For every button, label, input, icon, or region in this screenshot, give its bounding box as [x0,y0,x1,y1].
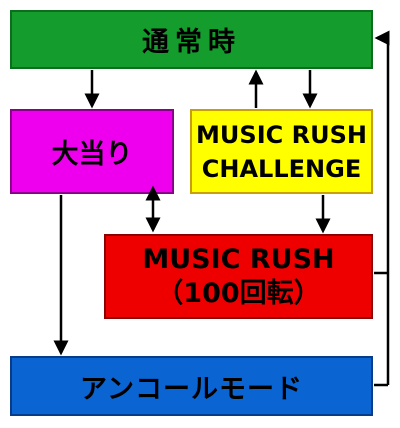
encore-mode-box: アンコールモード [10,356,373,416]
music-rush-challenge-box: MUSIC RUSH CHALLENGE [190,109,373,194]
rush-label-line2: （100回転） [156,277,321,309]
normal-state-label: 通常時 [142,27,241,58]
jackpot-box: 大当り [10,109,174,194]
rush-label-line1: MUSIC RUSH [142,243,335,275]
challenge-label-line2: CHALLENGE [201,154,362,183]
challenge-label-line1: MUSIC RUSH [196,120,367,149]
encore-mode-label: アンコールモード [80,373,303,405]
music-rush-box: MUSIC RUSH （100回転） [104,234,373,319]
connector-lines [53,30,390,387]
jackpot-label: 大当り [51,139,133,170]
normal-state-box: 通常時 [10,10,373,69]
